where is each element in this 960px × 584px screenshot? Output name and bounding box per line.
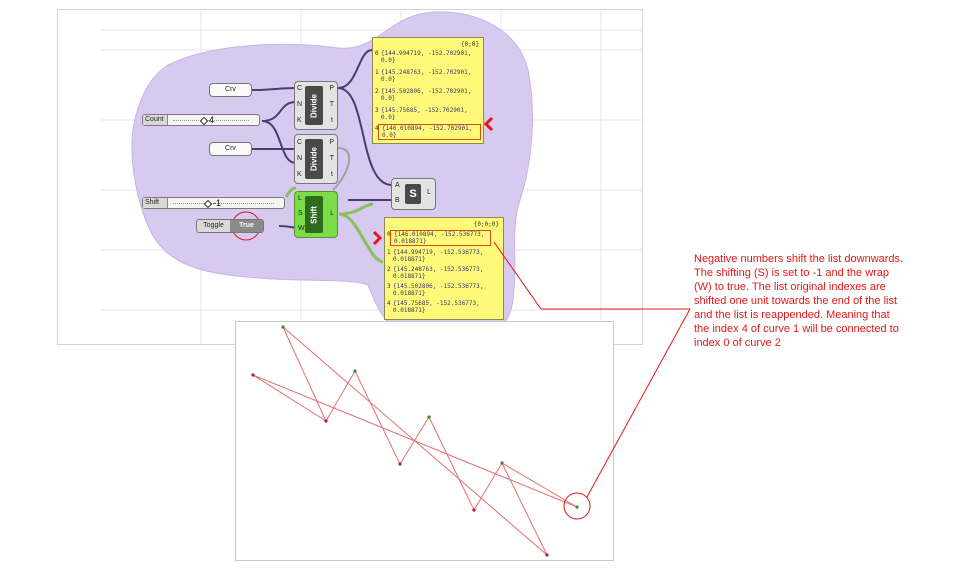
divide-component-2[interactable]: C N K Divide P T t: [294, 134, 338, 184]
input-port[interactable]: C: [297, 85, 303, 92]
input-port[interactable]: K: [297, 117, 302, 124]
slider-track: [173, 203, 274, 204]
output-port[interactable]: t: [331, 117, 333, 124]
output-port[interactable]: t: [331, 171, 333, 178]
output-port[interactable]: T: [329, 101, 334, 108]
component-name: Divide: [309, 93, 319, 118]
connecting-lines: [252, 326, 578, 556]
count-slider[interactable]: Count 4: [142, 114, 260, 126]
count-slider-value: 4: [209, 115, 215, 125]
shift-slider-label: Shift: [143, 198, 168, 208]
input-port[interactable]: L: [298, 195, 302, 202]
divide-component-1[interactable]: C N K Divide P T t: [294, 81, 338, 130]
panel-row: 2{145.502806, -152.702901, 0.0}: [375, 88, 472, 102]
slider-knob[interactable]: [199, 116, 209, 126]
input-port[interactable]: N: [297, 155, 303, 162]
output-port[interactable]: T: [329, 155, 334, 162]
shift-slider[interactable]: Shift -1: [142, 197, 285, 209]
viewport-geometry: [251, 325, 579, 557]
component-core: Divide: [305, 139, 323, 179]
count-slider-label: Count: [143, 115, 168, 125]
panel-row: 3{145.75685, -152.702901, 0.0}: [375, 107, 468, 121]
toggle-label: Toggle: [203, 222, 224, 229]
component-name: Shift: [309, 205, 319, 224]
shift-wires: [284, 186, 384, 264]
canvas-background: [101, 10, 642, 344]
panel-row: 3{145.502806, -152.536773, 0.018871}: [387, 283, 484, 297]
panel-row-highlighted: 0{146.010894, -152.536773, 0.018871}: [387, 230, 491, 246]
crv-param-1[interactable]: Crv: [209, 83, 252, 97]
input-port[interactable]: S: [298, 210, 303, 217]
panel-row-highlighted: 4{146.010894, -152.702901, 0.0}: [375, 124, 481, 140]
panel-row: 1{145.248763, -152.702901, 0.0}: [375, 69, 472, 83]
shift-list-component[interactable]: L S W Shift L: [294, 191, 338, 238]
slider-track: [173, 120, 249, 121]
input-port[interactable]: A: [395, 182, 400, 189]
output-port[interactable]: P: [329, 139, 334, 146]
output-port[interactable]: P: [329, 85, 334, 92]
green-points: [281, 325, 579, 509]
wire-gray: [332, 147, 351, 191]
annotation-text: Negative numbers shift the list downward…: [694, 253, 904, 349]
input-port[interactable]: B: [395, 197, 400, 204]
component-core: S: [405, 184, 421, 204]
slider-knob[interactable]: [203, 199, 213, 209]
chevron-left-icon: [483, 116, 494, 132]
component-core: Divide: [305, 86, 323, 125]
output-port[interactable]: L: [330, 210, 334, 217]
crv-param-2[interactable]: Crv: [209, 142, 252, 156]
component-core: Shift: [305, 196, 323, 233]
wires: [251, 49, 393, 229]
boolean-toggle[interactable]: Toggle True: [196, 219, 264, 233]
panel-row: 0{144.994719, -152.702901, 0.0}: [375, 50, 472, 64]
panel-row: 2{145.248763, -152.536773, 0.018871}: [387, 266, 484, 280]
component-name: S: [409, 188, 417, 200]
input-port[interactable]: N: [297, 101, 303, 108]
shift-slider-value: -1: [213, 198, 222, 208]
panel-path: {0;0}: [460, 41, 479, 48]
input-port[interactable]: C: [297, 139, 303, 146]
toggle-value[interactable]: True: [230, 220, 263, 232]
chevron-right-icon: [372, 230, 383, 246]
component-name: Divide: [309, 146, 319, 172]
panel-divide-points[interactable]: {0;0} 0{144.994719, -152.702901, 0.0} 1{…: [372, 37, 484, 144]
panel-row: 1{144.994719, -152.536773, 0.018871}: [387, 249, 484, 263]
input-port[interactable]: W: [298, 225, 305, 232]
panel-row: 4{145.75685, -152.536773, 0.018871}: [387, 300, 480, 314]
output-port[interactable]: L: [427, 189, 431, 196]
input-port[interactable]: K: [297, 171, 302, 178]
red-points: [251, 373, 549, 557]
grasshopper-canvas: Crv Crv Count 4 Shift -1 Toggle True C N…: [57, 9, 643, 345]
rhino-viewport[interactable]: [235, 321, 614, 561]
panel-path: {0;0;0}: [473, 221, 499, 228]
line-component[interactable]: A B S L: [391, 178, 436, 210]
panel-shifted-points[interactable]: {0;0;0} 0{146.010894, -152.536773, 0.018…: [384, 217, 504, 320]
